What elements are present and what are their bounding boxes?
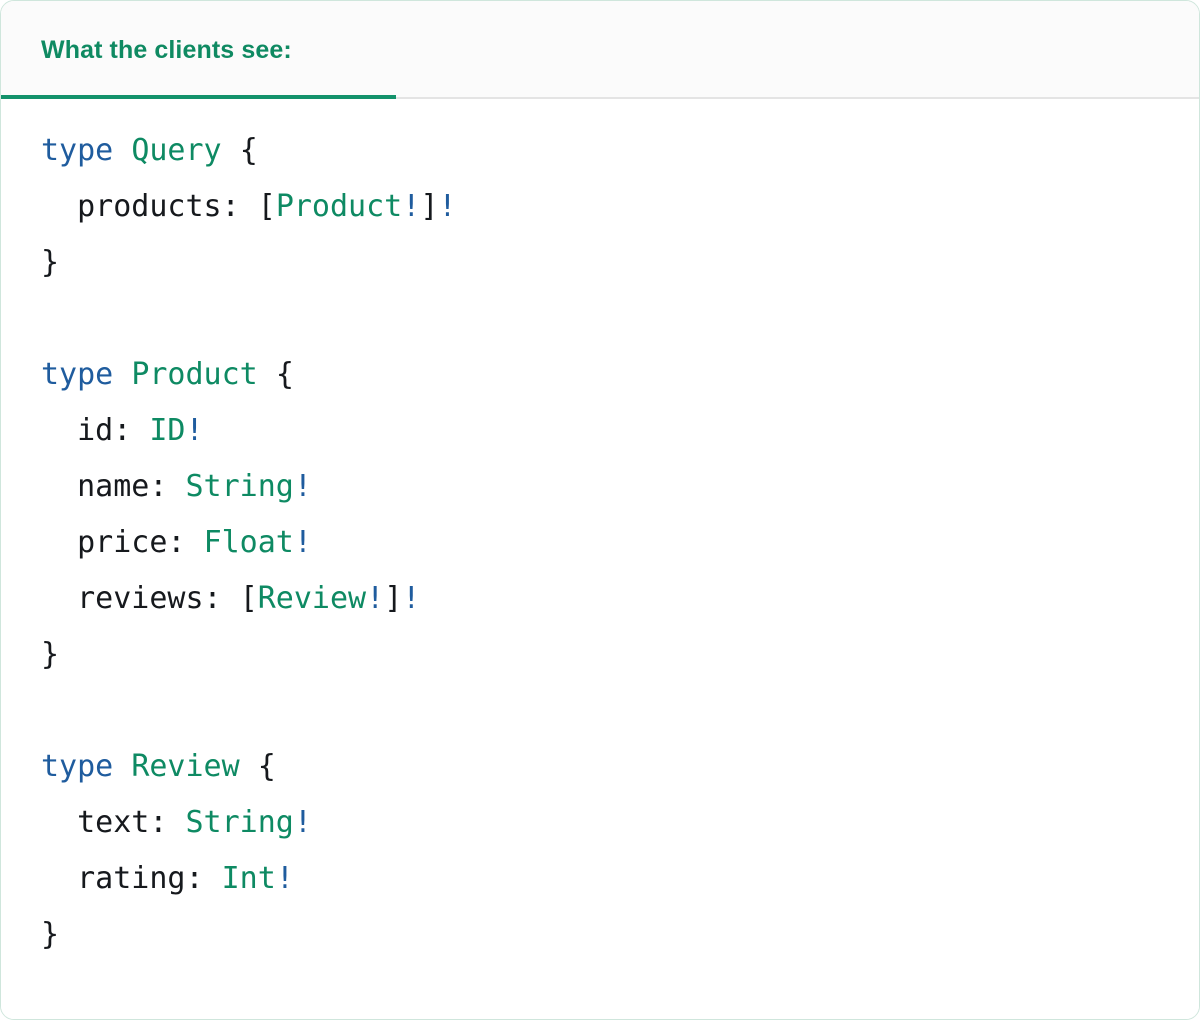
code-token-bang: ! bbox=[366, 581, 385, 616]
code-token-type: String bbox=[185, 805, 294, 840]
code-line: } bbox=[41, 907, 1159, 963]
code-token-punct bbox=[113, 749, 131, 784]
code-token-kw: type bbox=[41, 357, 114, 392]
code-token-punct: [ bbox=[239, 581, 258, 616]
code-token-punct: } bbox=[41, 245, 60, 280]
code-token-bang: ! bbox=[402, 189, 421, 224]
code-token-punct bbox=[222, 133, 240, 168]
code-token-punct bbox=[240, 749, 258, 784]
code-token-kw: type bbox=[41, 749, 114, 784]
code-token-type: Product bbox=[131, 357, 258, 392]
code-token-kw: type bbox=[41, 133, 114, 168]
code-token-field: name: bbox=[41, 469, 186, 504]
code-token-bang: ! bbox=[293, 805, 312, 840]
tab-active-indicator bbox=[1, 95, 396, 99]
code-token-type: Float bbox=[203, 525, 294, 560]
code-token-bang: ! bbox=[275, 861, 294, 896]
code-token-punct: ] bbox=[420, 189, 439, 224]
code-line: } bbox=[41, 235, 1159, 291]
code-token-punct: } bbox=[41, 917, 60, 952]
code-line: } bbox=[41, 627, 1159, 683]
code-token-punct: { bbox=[257, 749, 276, 784]
code-token-bang: ! bbox=[185, 413, 204, 448]
code-panel: type Query { products: [Product!]! } typ… bbox=[1, 99, 1199, 1019]
code-line: name: String! bbox=[41, 459, 1159, 515]
code-token-punct: [ bbox=[257, 189, 276, 224]
code-token-type: Int bbox=[221, 861, 276, 896]
code-line: reviews: [Review!]! bbox=[41, 571, 1159, 627]
code-line: price: Float! bbox=[41, 515, 1159, 571]
code-token-punct bbox=[113, 357, 131, 392]
code-token-punct: } bbox=[41, 637, 60, 672]
code-token-type: Review bbox=[131, 749, 240, 784]
code-token-field: rating: bbox=[41, 861, 222, 896]
code-token-bang: ! bbox=[402, 581, 421, 616]
code-line: id: ID! bbox=[41, 403, 1159, 459]
code-token-punct: { bbox=[239, 133, 258, 168]
code-token-type: Product bbox=[275, 189, 403, 224]
code-token-type: String bbox=[185, 469, 294, 504]
code-line: type Product { bbox=[41, 347, 1159, 403]
code-token-field: reviews: bbox=[41, 581, 240, 616]
code-line: text: String! bbox=[41, 795, 1159, 851]
code-token-bang: ! bbox=[438, 189, 457, 224]
tab-label: What the clients see: bbox=[41, 35, 292, 64]
tab-strip: What the clients see: bbox=[1, 1, 1199, 99]
code-token-bang: ! bbox=[293, 469, 312, 504]
code-token-punct: { bbox=[275, 357, 294, 392]
code-line: rating: Int! bbox=[41, 851, 1159, 907]
code-token-punct bbox=[113, 133, 131, 168]
code-line: type Query { bbox=[41, 123, 1159, 179]
code-token-field: text: bbox=[41, 805, 186, 840]
code-line: products: [Product!]! bbox=[41, 179, 1159, 235]
code-token-punct: ] bbox=[384, 581, 403, 616]
code-token-punct bbox=[258, 357, 276, 392]
code-line bbox=[41, 683, 1159, 739]
graphql-schema-code[interactable]: type Query { products: [Product!]! } typ… bbox=[1, 123, 1199, 963]
code-line: type Review { bbox=[41, 739, 1159, 795]
code-token-field: price: bbox=[41, 525, 204, 560]
tab-what-the-clients-see[interactable]: What the clients see: bbox=[1, 1, 396, 99]
code-line bbox=[41, 291, 1159, 347]
code-token-type: Review bbox=[257, 581, 367, 616]
code-token-type: ID bbox=[149, 413, 186, 448]
code-token-type: Query bbox=[131, 133, 222, 168]
code-token-field: id: bbox=[41, 413, 150, 448]
code-token-field: products: bbox=[41, 189, 258, 224]
code-token-bang: ! bbox=[293, 525, 312, 560]
